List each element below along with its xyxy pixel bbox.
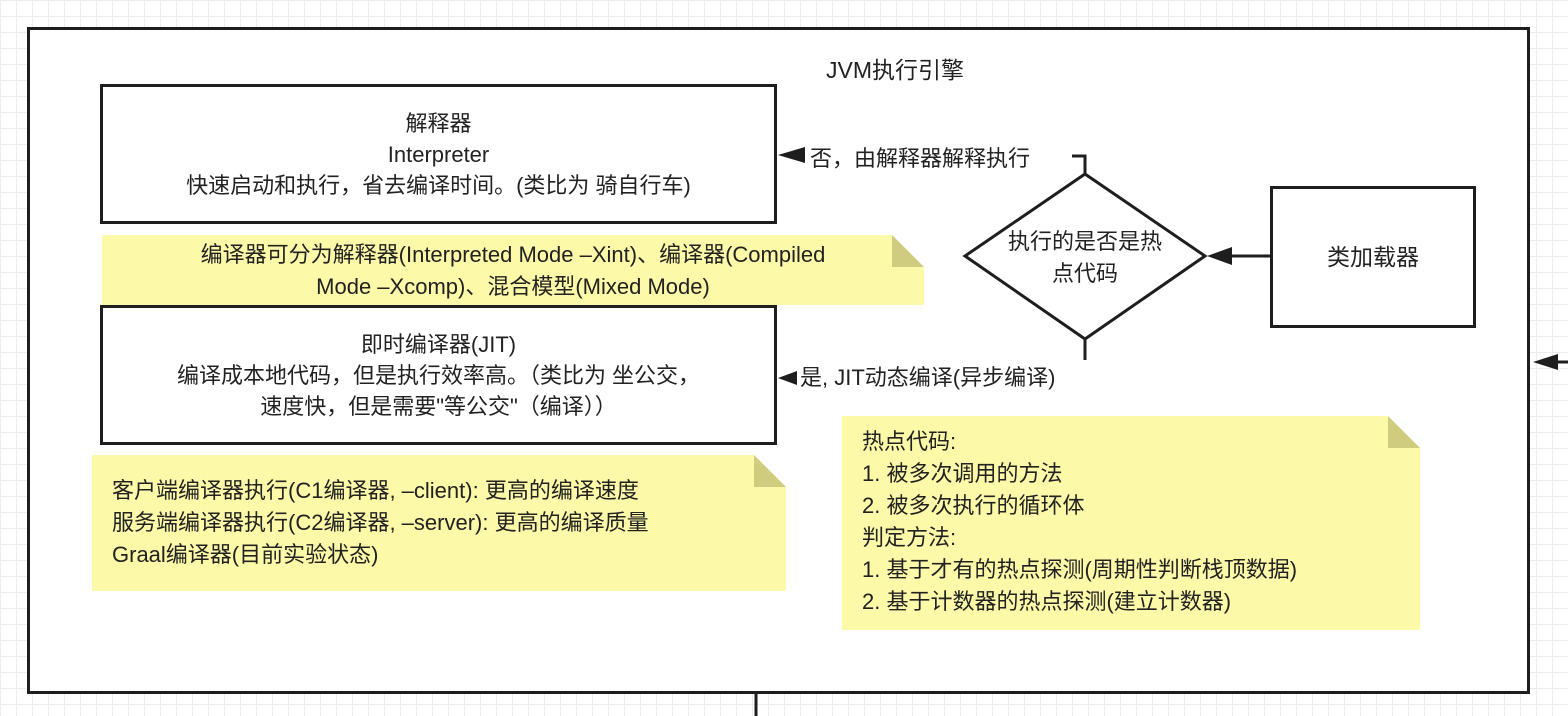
interpreter-subtitle: Interpreter — [387, 141, 490, 167]
note-compilers-line: Graal编译器(目前实验状态) — [112, 542, 379, 567]
note-modes-line1: 编译器可分为解释器(Interpreted Mode –Xint)、编译器(Co… — [200, 242, 826, 267]
note-modes-line2: Mode –Xcomp)、混合模型(Mixed Mode) — [316, 274, 710, 299]
note-execution-modes[interactable]: 编译器可分为解释器(Interpreted Mode –Xint)、编译器(Co… — [102, 235, 924, 305]
note-hotspot-line: 判定方法: — [862, 525, 957, 550]
class-loader-label: 类加载器 — [1327, 243, 1419, 270]
interpreter-description: 快速启动和执行，省去编译时间。(类比为 骑自行车) — [186, 172, 691, 198]
decision-label-line2: 点代码 — [1051, 261, 1118, 286]
arrowhead-jit — [778, 371, 797, 385]
decision-label-line1: 执行的是否是热 — [1007, 229, 1162, 254]
note-compilers-line: 客户端编译器执行(C1编译器, –client): 更高的编译速度 — [112, 478, 639, 503]
interpreter-node[interactable]: 解释器 Interpreter 快速启动和执行，省去编译时间。(类比为 骑自行车… — [100, 84, 777, 224]
note-compilers-line: 服务端编译器执行(C2编译器, –server): 更高的编译质量 — [112, 510, 649, 535]
arrowhead-interpreter — [778, 147, 805, 163]
jit-title: 即时编译器(JIT) — [360, 331, 517, 357]
diagram-title: JVM执行引擎 — [826, 57, 964, 83]
jit-compiler-node[interactable]: 即时编译器(JIT) 编译成本地代码，但是执行效率高。（类比为 坐公交， 速度快… — [100, 305, 777, 445]
jit-description-line2: 速度快，但是需要"等公交"（编译）） — [260, 393, 617, 419]
edge-label-yes: 是, JIT动态编译(异步编译) — [800, 364, 1056, 392]
note-compiler-types[interactable]: 客户端编译器执行(C1编译器, –client): 更高的编译速度 服务端编译器… — [92, 455, 786, 591]
note-fold-shadow — [892, 235, 924, 267]
note-hotspot-line: 2. 基于计数器的热点探测(建立计数器) — [862, 589, 1232, 614]
note-fold-shadow — [754, 455, 786, 487]
note-hotspot-line: 热点代码: — [862, 429, 957, 454]
jit-description-line1: 编译成本地代码，但是执行效率高。（类比为 坐公交， — [176, 362, 701, 388]
interpreter-title: 解释器 — [405, 110, 472, 136]
class-loader-node[interactable]: 类加载器 — [1270, 186, 1476, 328]
arrowhead-decision — [1207, 247, 1232, 265]
edge-decision-no — [1072, 154, 1087, 174]
note-hotspot-line: 1. 基于才有的热点探测(周期性判断栈顶数据) — [862, 557, 1298, 582]
edge-label-no: 否，由解释器解释执行 — [810, 145, 1031, 173]
decision-label: 执行的是否是热 点代码 — [985, 226, 1185, 290]
note-hotspot-line: 2. 被多次执行的循环体 — [862, 493, 1085, 518]
note-fold-shadow — [1388, 416, 1420, 448]
note-hotspot-line: 1. 被多次调用的方法 — [862, 461, 1063, 486]
arrowhead-container — [1533, 354, 1558, 370]
note-hotspot-code[interactable]: 热点代码: 1. 被多次调用的方法 2. 被多次执行的循环体 判定方法: 1. … — [842, 416, 1420, 630]
